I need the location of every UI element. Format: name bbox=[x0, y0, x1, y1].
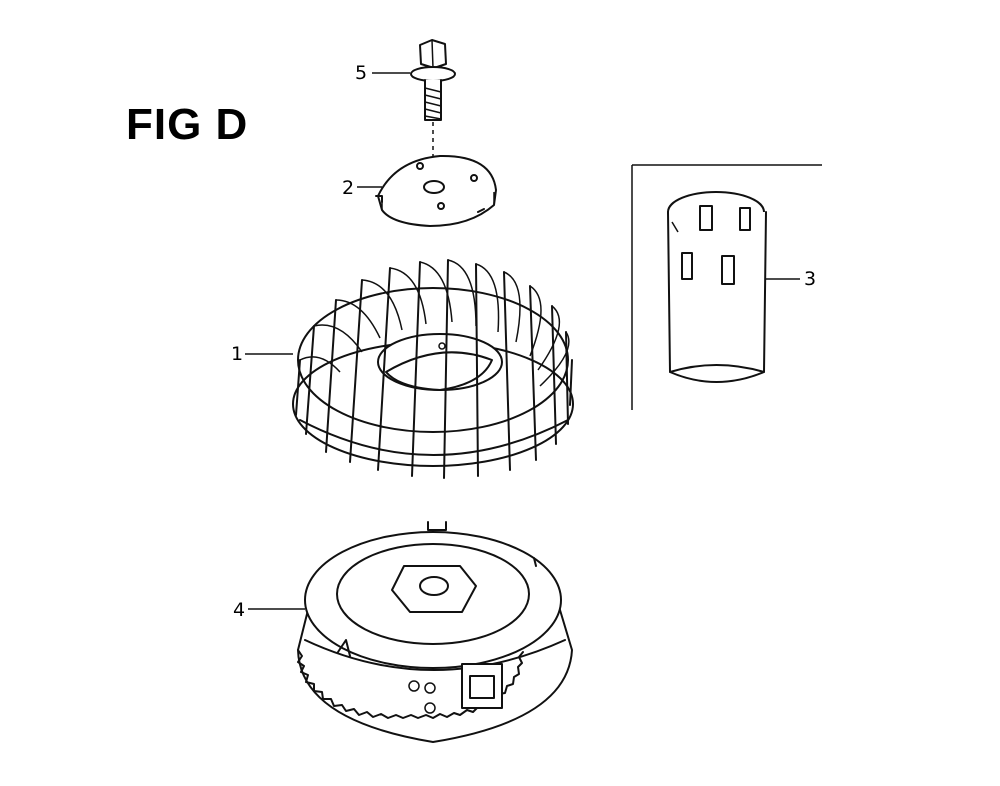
callout-label-4: 4 bbox=[233, 599, 246, 621]
flywheel-part-icon bbox=[297, 521, 573, 743]
figure-title: FIG D bbox=[126, 100, 249, 149]
leader-lines bbox=[245, 72, 800, 610]
callout-label-5: 5 bbox=[355, 62, 368, 84]
callout-label-2: 2 bbox=[342, 177, 355, 199]
bolt-part-icon bbox=[410, 39, 456, 175]
callout-label-3: 3 bbox=[804, 268, 817, 290]
callout-label-1: 1 bbox=[231, 343, 244, 365]
collar-sleeve-part-icon bbox=[667, 191, 767, 383]
cooling-fan-part-icon bbox=[292, 259, 574, 479]
washer-plate-part-icon bbox=[375, 154, 497, 227]
bracket-frame bbox=[631, 164, 822, 410]
